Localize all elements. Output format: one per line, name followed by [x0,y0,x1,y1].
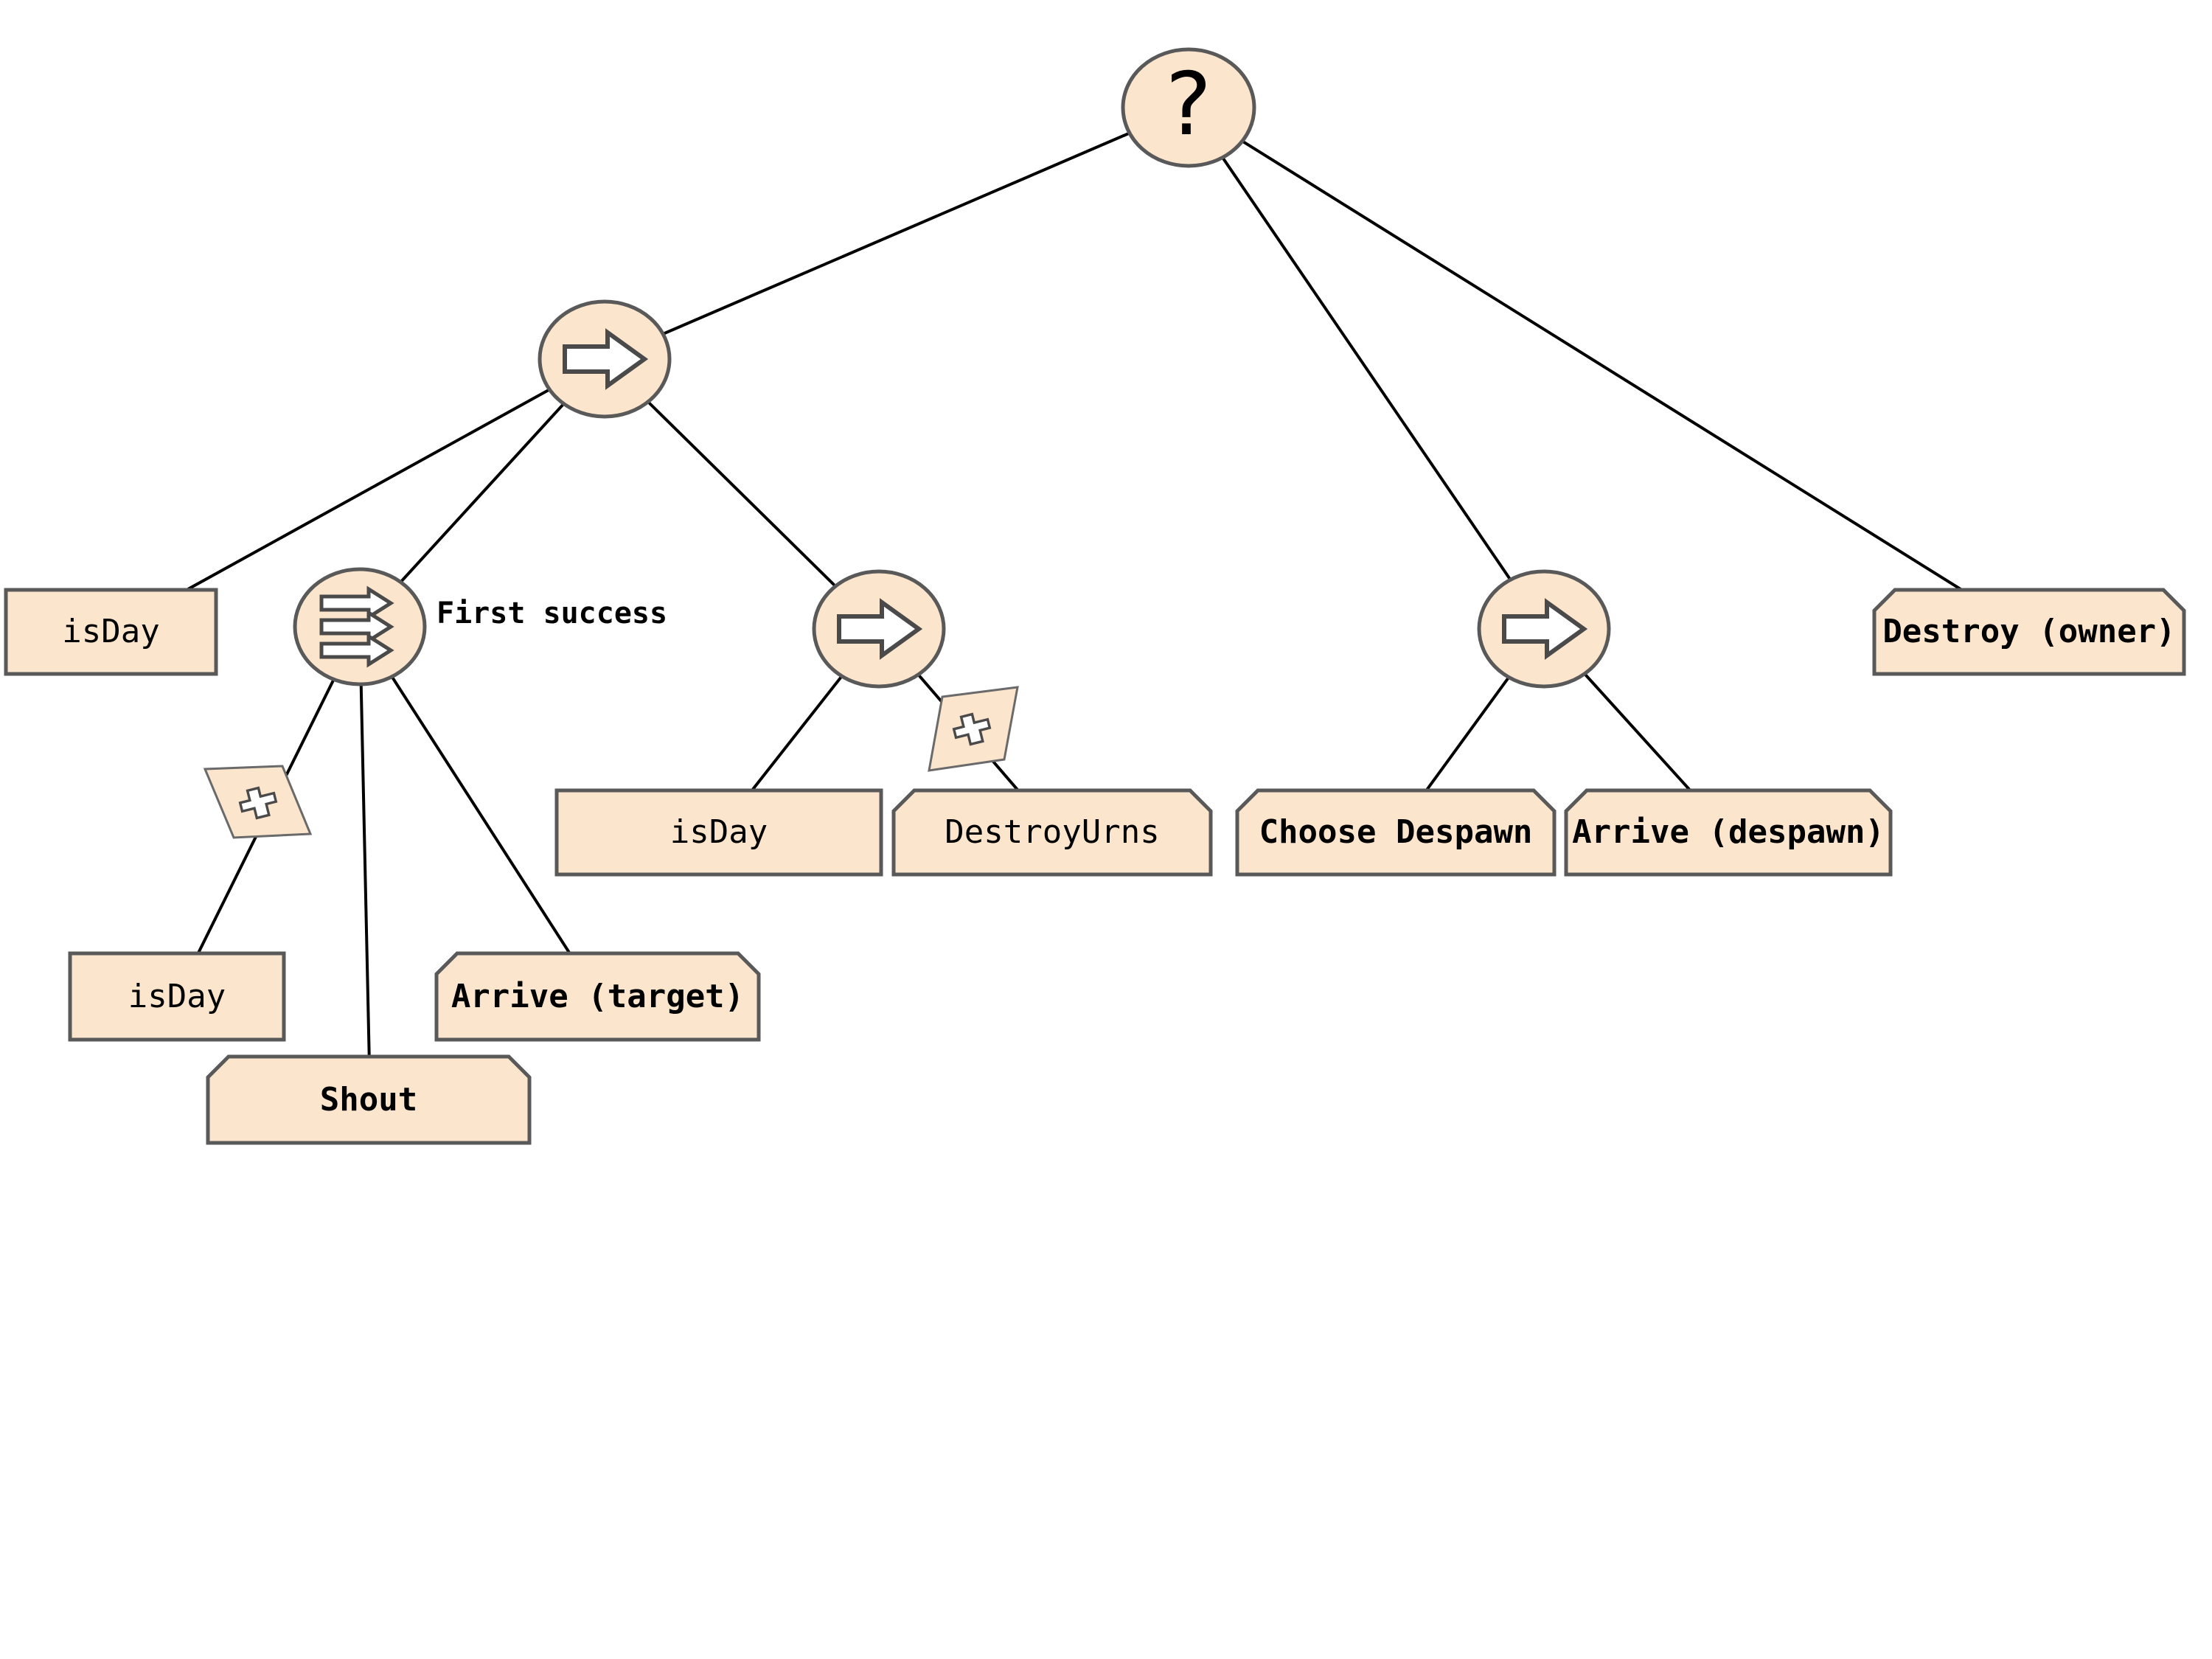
triple-arrow-icon [319,585,394,668]
arrow-right-icon [1502,598,1588,660]
action-box-destroy-owner [1872,588,2186,676]
condition-box-isday-mid [554,788,883,877]
action-box-destroy-urns [891,788,1213,877]
edge-sequence-left-isday [110,358,605,633]
arrow-right-icon [837,598,923,660]
action-box-shout [206,1054,532,1145]
selector-node-root [1121,47,1256,168]
condition-group [4,588,883,1042]
action-box-arrive-target [434,951,761,1042]
condition-box-isday-left [4,588,218,676]
arrow-right-icon [563,328,649,390]
condition-box-isday-lower [68,951,286,1042]
edge-root-sequence-left [604,106,1189,361]
action-group [206,588,2186,1145]
decorator-group [203,686,1019,839]
puzzle-icon [238,786,278,820]
composite-group [293,47,1611,689]
puzzle-icon [952,712,992,746]
edge-root-destroy-owner [1187,106,2031,633]
edge-sequence-left-sequence-mid [603,358,880,630]
edge-first-success-shout [358,626,372,1100]
action-box-choose-despawn [1235,788,1557,877]
edge-first-success-arrive-target [358,625,599,998]
action-box-arrive-despawn [1564,788,1893,877]
edge-root-sequence-right [1187,106,1545,630]
